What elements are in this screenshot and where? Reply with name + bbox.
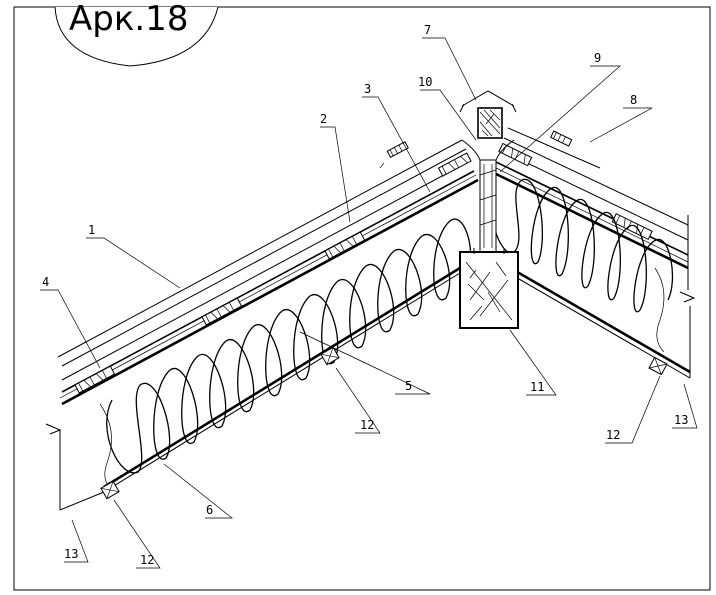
right-insulation-coils	[490, 178, 674, 313]
right-batten-nails	[498, 130, 653, 241]
callout-7: 7	[424, 23, 431, 37]
callout-12-center: 12	[360, 418, 374, 432]
callout-labels: 1 2 3 4 5 6 7 8 9 10 11 12 12 12 13 13	[42, 23, 688, 567]
leader-lines	[40, 37, 698, 569]
callout-13-left: 13	[64, 547, 78, 561]
callout-9: 9	[594, 51, 601, 65]
callout-5: 5	[405, 379, 412, 393]
callout-8: 8	[630, 93, 637, 107]
left-insulation-coils	[106, 218, 472, 474]
ridge-assembly	[459, 90, 519, 329]
drawing-frame	[13, 6, 711, 591]
left-batten-nails	[74, 141, 472, 394]
sheet-label-badge: Арк.18	[54, 0, 219, 67]
rafter-fixings	[100, 346, 668, 500]
right-roof-slope	[491, 127, 696, 379]
callout-12-right: 12	[606, 428, 620, 442]
callout-10: 10	[418, 75, 432, 89]
callout-4: 4	[42, 275, 49, 289]
callout-2: 2	[320, 112, 327, 126]
callout-3: 3	[364, 82, 371, 96]
callout-6: 6	[206, 503, 213, 517]
callout-13-right: 13	[674, 413, 688, 427]
callout-1: 1	[88, 223, 95, 237]
callout-11: 11	[530, 380, 544, 394]
callout-12-left: 12	[140, 553, 154, 567]
sheet-label: Арк.18	[69, 0, 188, 39]
